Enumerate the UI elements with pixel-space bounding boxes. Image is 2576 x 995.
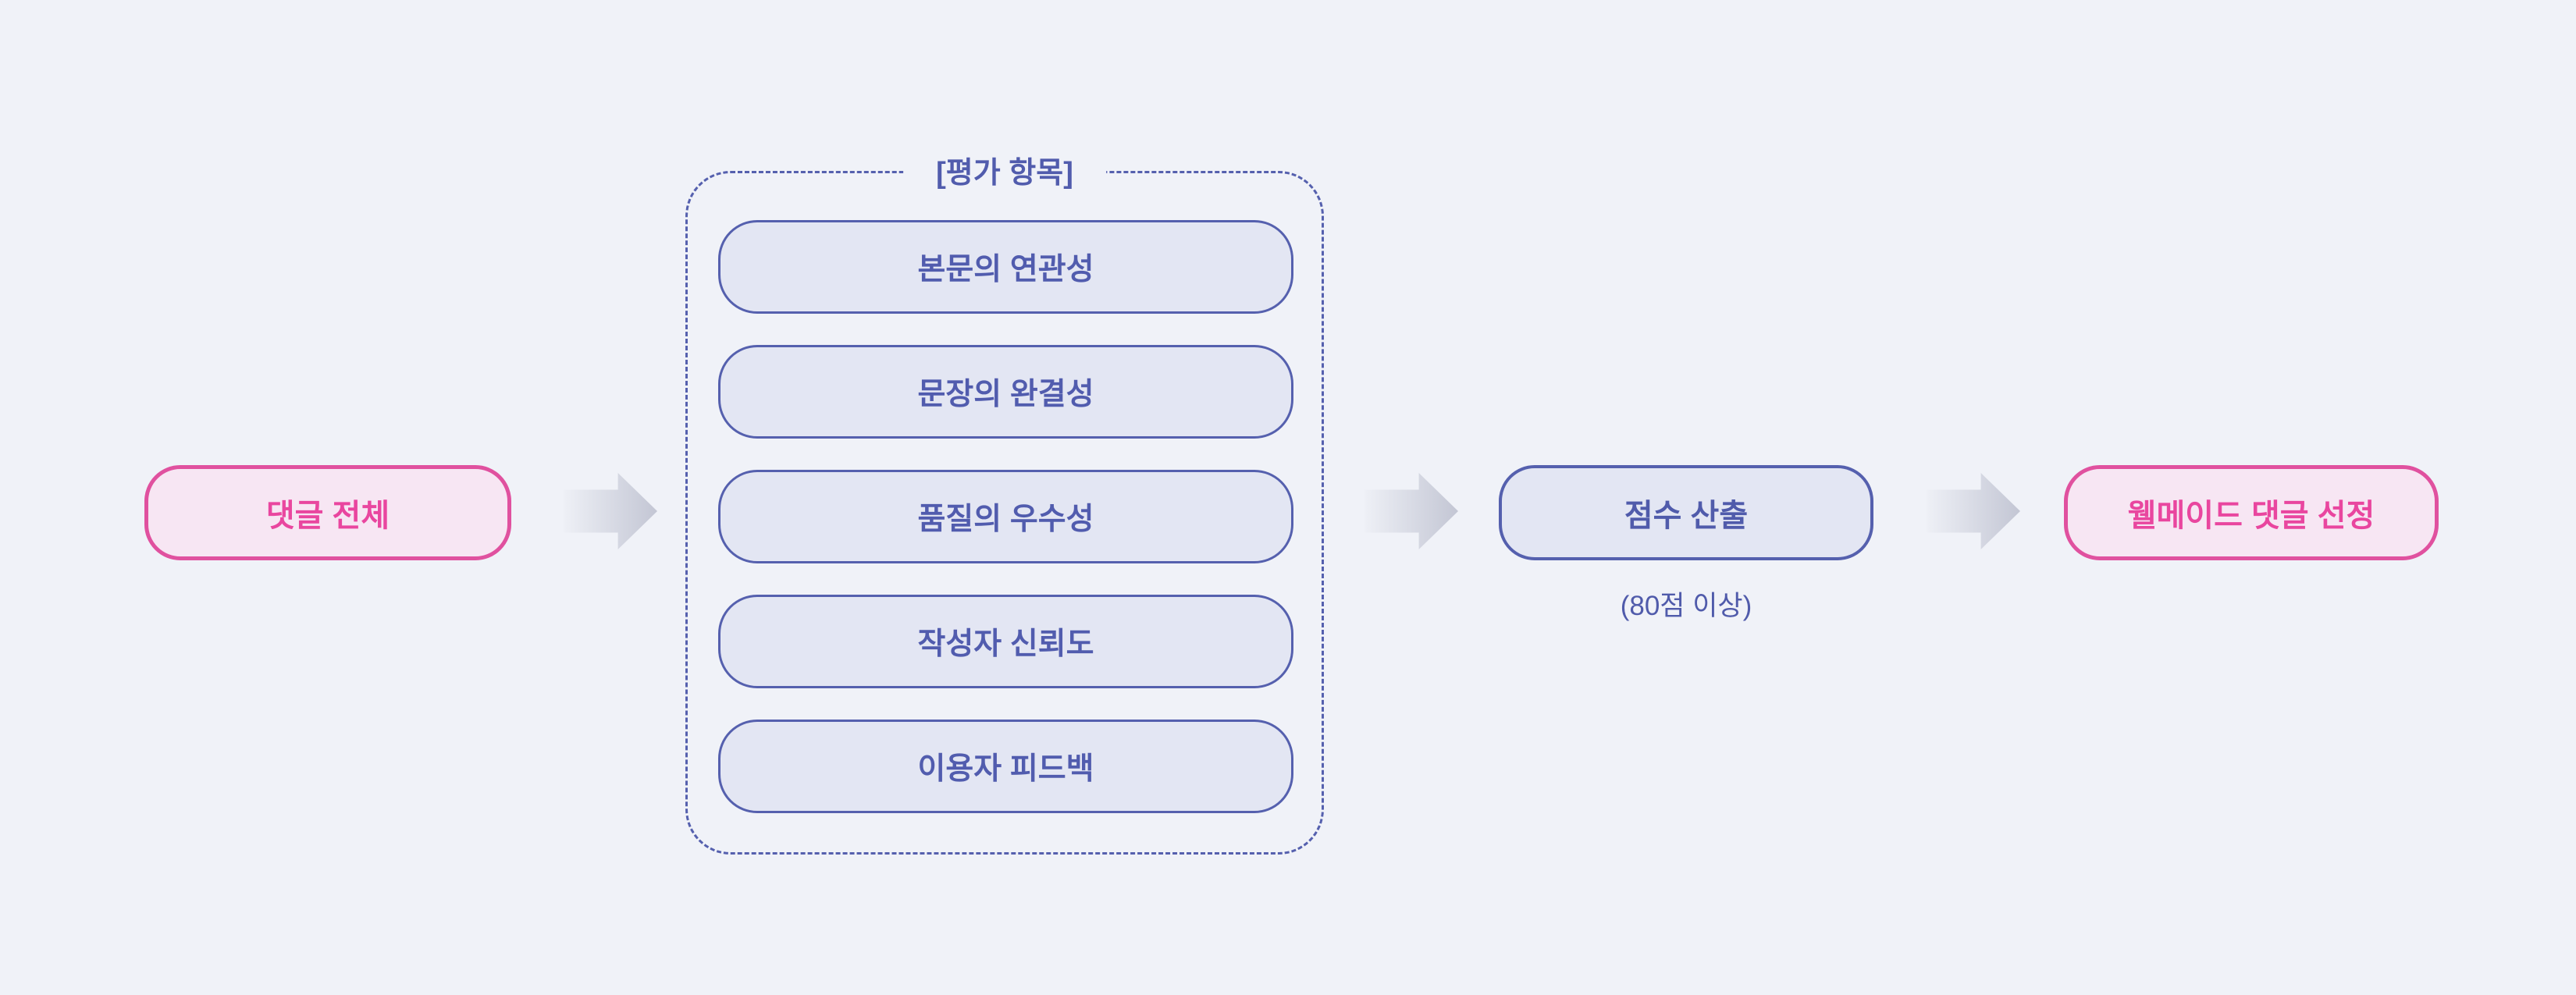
criteria-group-title: [평가 항목] <box>903 151 1106 196</box>
score-threshold-note: (80점 이상) <box>1620 591 1752 621</box>
input-node-all-comments: 댓글 전체 <box>144 465 511 560</box>
right-arrow-icon <box>564 473 657 549</box>
criteria-item-relevance: 본문의 연관성 <box>718 220 1293 314</box>
criteria-item-quality: 품질의 우수성 <box>718 470 1293 563</box>
right-arrow-icon <box>1364 473 1458 549</box>
score-node: 점수 산출 <box>1499 465 1873 560</box>
criteria-item-completeness: 문장의 완결성 <box>718 345 1293 439</box>
evaluation-criteria-group: [평가 항목] 본문의 연관성 문장의 완결성 품질의 우수성 작성자 신뢰도 … <box>685 151 1324 855</box>
criteria-item-author-trust: 작성자 신뢰도 <box>718 595 1293 688</box>
criteria-item-user-feedback: 이용자 피드백 <box>718 720 1293 813</box>
output-node-wellmade-selection: 웰메이드 댓글 선정 <box>2064 465 2439 560</box>
right-arrow-icon <box>1927 473 2020 549</box>
